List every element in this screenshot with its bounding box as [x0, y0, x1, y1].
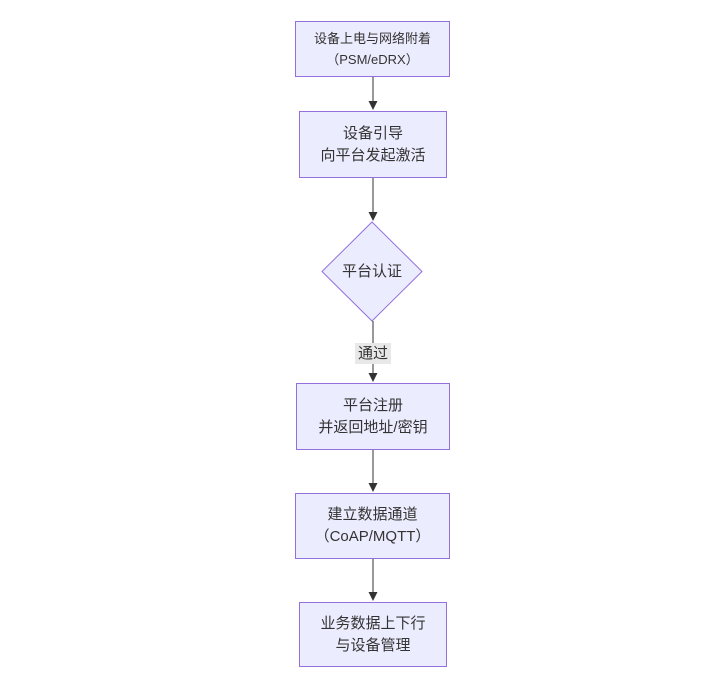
node-business-data-line1: 业务数据上下行 [320, 614, 426, 632]
arrowhead-auth-to-register [368, 373, 378, 382]
arrowhead-channel-to-business [368, 592, 378, 601]
node-bootstrap: 设备引导 向平台发起激活 [299, 111, 447, 178]
node-business-data-line2: 与设备管理 [335, 636, 411, 654]
arrowhead-register-to-channel [368, 483, 378, 492]
node-platform-auth-label: 平台认证 [341, 263, 402, 280]
platform-auth-diamond [321, 221, 423, 322]
node-power-attach-line1: 设备上电与网络附着 [313, 31, 431, 46]
node-platform-register: 平台注册 并返回地址/密钥 [296, 383, 450, 450]
node-business-data: 业务数据上下行 与设备管理 [299, 602, 447, 667]
node-bootstrap-line1: 设备引导 [342, 124, 403, 142]
node-power-attach-line2: （PSM/eDRX） [326, 52, 419, 67]
node-bootstrap-line2: 向平台发起激活 [320, 146, 426, 164]
edge-label-auth-pass: 通过 [355, 343, 391, 364]
node-data-channel-line1: 建立数据通道 [327, 506, 418, 523]
arrowhead-power-to-bootstrap [368, 101, 378, 110]
node-data-channel: 建立数据通道 （CoAP/MQTT） [295, 493, 450, 559]
node-data-channel-line2: （CoAP/MQTT） [314, 528, 431, 545]
node-platform-register-line2: 并返回地址/密钥 [318, 418, 428, 436]
node-platform-register-line1: 平台注册 [342, 396, 403, 414]
arrowhead-bootstrap-to-auth [368, 212, 378, 221]
node-power-attach: 设备上电与网络附着 （PSM/eDRX） [295, 21, 450, 77]
